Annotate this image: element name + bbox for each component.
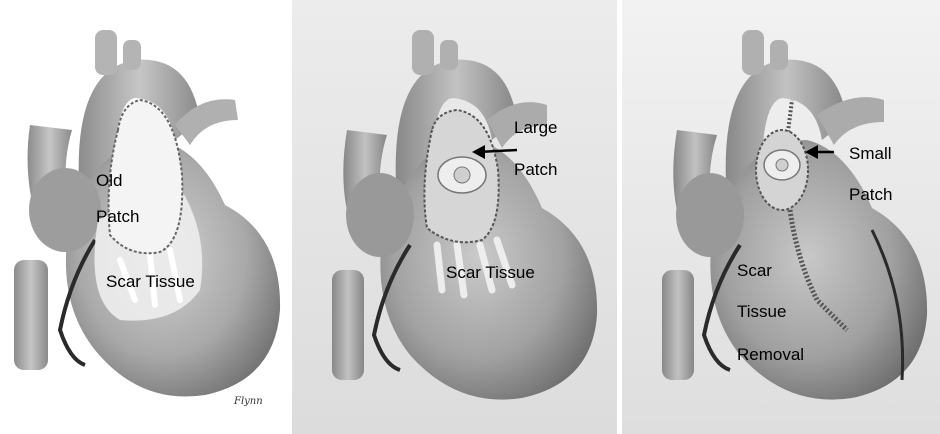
atrial-appendage	[346, 173, 414, 257]
aorta-branch	[742, 30, 764, 75]
label-large: Large	[514, 118, 557, 138]
valve-center	[776, 159, 788, 171]
heart-illustration-old-patch	[0, 0, 292, 434]
label-patch: Patch	[514, 160, 557, 180]
panel-large-patch: Large Patch Scar Tissue	[292, 0, 617, 434]
aorta-branch	[95, 30, 117, 75]
artist-signature: Flynn	[234, 396, 263, 407]
atrial-appendage	[676, 173, 744, 257]
label-patch: Patch	[96, 207, 139, 227]
aorta-branch	[412, 30, 434, 75]
label-tissue: Tissue	[737, 302, 786, 322]
label-old: Old	[96, 171, 122, 191]
label-scar: Scar	[737, 261, 772, 281]
vena-cava	[662, 270, 694, 380]
label-scar-tissue: Scar Tissue	[106, 272, 195, 292]
label-scar-tissue: Scar Tissue	[446, 263, 535, 283]
heart-illustration-large-patch	[292, 0, 617, 434]
vena-cava	[14, 260, 48, 370]
aorta-branch	[440, 40, 458, 70]
label-small: Small	[849, 144, 892, 164]
valve-center	[454, 167, 470, 183]
aorta-branch	[770, 40, 788, 70]
label-patch: Patch	[849, 185, 892, 205]
panel-old-patch: Old Patch Scar Tissue Flynn	[0, 0, 292, 434]
panel-small-patch: Small Patch Scar Tissue Removal	[622, 0, 940, 434]
atrial-appendage	[29, 168, 101, 252]
label-removal: Removal	[737, 345, 804, 365]
vena-cava	[332, 270, 364, 380]
aorta-branch	[123, 40, 141, 70]
heart-illustration-small-patch	[622, 0, 940, 434]
